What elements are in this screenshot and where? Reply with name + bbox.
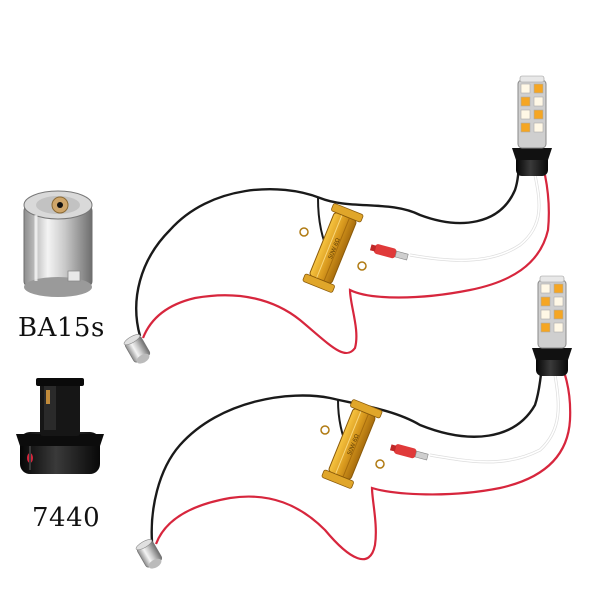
harness-bottom: 50W 6Ω bbox=[135, 275, 572, 569]
ba15s-socket-illustration bbox=[23, 190, 93, 297]
harness-top: 50W 6Ω bbox=[123, 75, 552, 364]
t7440-socket-illustration bbox=[16, 378, 104, 474]
red-wire bbox=[141, 174, 550, 355]
load-resistor: 50W 6Ω bbox=[321, 399, 383, 489]
black-wire bbox=[135, 149, 522, 337]
red-wire bbox=[154, 374, 572, 561]
led-bulb bbox=[512, 75, 552, 176]
load-resistor: 50W 6Ω bbox=[302, 203, 364, 293]
spade-connector bbox=[389, 444, 429, 461]
ba15s-label: BA15s bbox=[18, 313, 105, 343]
spade-connector bbox=[369, 244, 409, 261]
ba15s-plug bbox=[135, 539, 163, 569]
led-bulb bbox=[532, 275, 572, 376]
t7440-label: 7440 bbox=[32, 503, 101, 533]
ba15s-plug bbox=[123, 334, 151, 364]
